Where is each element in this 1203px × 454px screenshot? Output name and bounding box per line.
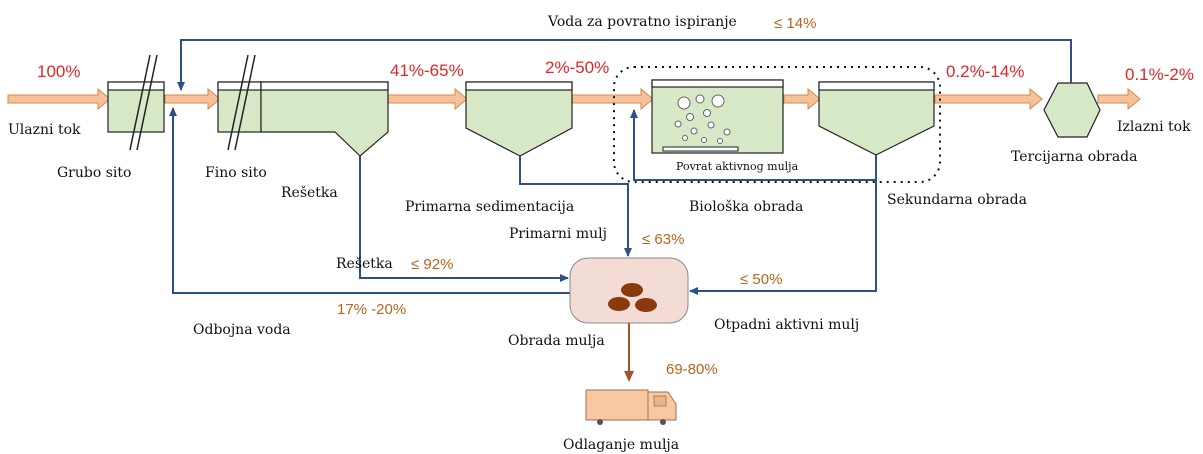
label-waste-activated-sludge: Otpadni aktivni mulj	[714, 317, 859, 333]
pct-inflow: 100%	[37, 62, 80, 81]
backwash-line	[177, 39, 1072, 91]
label-sludge-disposal: Odlaganje mulja	[563, 437, 679, 453]
coarse-screen	[107, 54, 165, 151]
label-primary-sedimentation: Primarna sedimentacija	[405, 199, 574, 215]
label-reject-water: Odbojna voda	[193, 322, 291, 338]
flow-arrow-grit-to-primary	[387, 87, 468, 111]
pct-backwash: ≤ 14%	[774, 15, 816, 32]
pct-after-secondary: 0.2%-14%	[946, 62, 1024, 81]
pct-after-grit: 41%-65%	[390, 61, 464, 80]
label-grit: Rešetka	[281, 184, 338, 201]
biological-treatment-boundary	[613, 66, 941, 183]
pct-waste-sludge: ≤ 50%	[740, 271, 782, 288]
return-lines	[169, 39, 1072, 295]
label-outflow: Izlazni tok	[1117, 119, 1191, 135]
pct-outflow: 0.1%-2%	[1125, 65, 1194, 84]
primary-sludge-line	[519, 156, 632, 257]
label-grit-flow: Rešetka	[336, 255, 393, 272]
label-fine-screen: Fino sito	[205, 165, 267, 181]
flow-arrow-bio-to-secondary	[783, 87, 821, 111]
label-secondary-treatment: Sekundarna obrada	[887, 192, 1027, 208]
label-coarse-screen: Grubo sito	[57, 165, 131, 181]
label-sludge-treatment: Obrada mulja	[508, 333, 605, 349]
diagram-labels: Ulazni tok Grubo sito Fino sito Rešetka …	[8, 14, 1191, 453]
label-backwash-water: Voda za povratno ispiranje	[547, 14, 737, 30]
fine-screen-grit-chamber	[217, 54, 389, 157]
flow-arrow-coarse-to-fine	[164, 87, 221, 111]
sludge-treatment-box	[569, 257, 689, 324]
pct-after-primary: 2%-50%	[545, 58, 609, 77]
main-flow-arrows	[7, 87, 1141, 111]
label-return-activated-sludge: Povrat aktivnog mulja	[676, 160, 799, 173]
pct-grit: ≤ 92%	[411, 256, 453, 273]
aeration-tank	[651, 79, 784, 154]
pct-reject-water: 17% -20%	[337, 301, 406, 318]
tertiary-unit	[1043, 82, 1101, 138]
truck-icon	[585, 389, 677, 425]
pct-primary-sludge: ≤ 63%	[642, 231, 684, 248]
waste-sludge-line	[689, 180, 877, 295]
label-inflow: Ulazni tok	[8, 122, 81, 138]
ras-line	[630, 109, 877, 181]
label-biological-treatment: Biološka obrada	[689, 198, 803, 215]
secondary-clarifier	[818, 81, 935, 156]
label-primary-sludge: Primarni mulj	[509, 226, 607, 242]
reject-water-line	[169, 107, 570, 294]
outflow-arrow	[1097, 87, 1141, 111]
pct-disposal: 69-80%	[666, 361, 718, 378]
diagram-percentages: 100% 41%-65% 2%-50% 0.2%-14% 0.1%-2% ≤ 1…	[37, 15, 1194, 378]
label-tertiary-treatment: Tercijarna obrada	[1011, 149, 1137, 165]
inflow-arrow	[7, 87, 111, 111]
flow-arrow-secondary-to-tertiary	[934, 87, 1043, 111]
primary-clarifier	[465, 81, 573, 157]
grit-sludge-line	[359, 156, 569, 282]
flow-arrow-primary-to-bio	[571, 87, 654, 111]
